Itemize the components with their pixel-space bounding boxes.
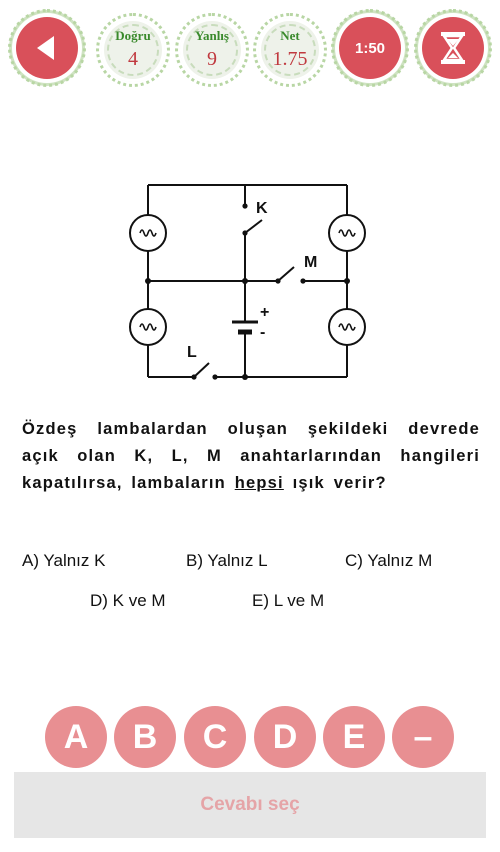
label-k: K	[256, 200, 268, 217]
switch-m	[275, 266, 306, 284]
answer-d-button[interactable]: D	[254, 706, 316, 768]
option-e[interactable]: E) L ve M	[252, 591, 325, 610]
lamp-bottom-left	[129, 308, 167, 346]
net-value: 1.75	[272, 48, 308, 70]
answer-e-button[interactable]: E	[323, 706, 385, 768]
battery-minus: -	[260, 324, 266, 341]
correct-counter: Doğru 4	[96, 13, 170, 87]
option-b[interactable]: B) Yalnız L	[186, 551, 268, 570]
back-arrow-icon	[37, 36, 54, 60]
answer-b-button[interactable]: B	[114, 706, 176, 768]
battery-plus: +	[260, 304, 270, 321]
wrong-value: 9	[207, 48, 217, 70]
battery	[232, 320, 258, 335]
question-highlight: hepsi	[234, 474, 284, 492]
answer-a-button[interactable]: A	[45, 706, 107, 768]
switch-l	[191, 362, 218, 380]
option-d[interactable]: D) K ve M	[90, 591, 166, 610]
question-part2: ışık verir?	[283, 474, 387, 492]
question-text: Özdeş lambalardan oluşan şekildeki devre…	[22, 416, 480, 497]
answer-blank-button[interactable]: –	[392, 706, 454, 768]
correct-label: Doğru	[115, 28, 151, 43]
switch-k	[242, 203, 263, 236]
option-a[interactable]: A) Yalnız K	[22, 551, 106, 570]
correct-value: 4	[128, 48, 138, 70]
label-m: M	[304, 254, 318, 271]
answer-c-button[interactable]: C	[184, 706, 246, 768]
circuit-diagram: K M L + -	[118, 176, 378, 390]
lamp-top-left	[129, 214, 167, 252]
net-label: Net	[280, 28, 300, 43]
hourglass-button[interactable]	[414, 9, 492, 87]
circuit-drawing	[129, 184, 366, 380]
question-part1: Özdeş lambalardan oluşan şekildeki devre…	[22, 420, 480, 492]
top-bar: Doğru 4 Yanlış 9 Net 1.75 1:50	[0, 0, 500, 92]
wrong-label: Yanlış	[195, 28, 229, 43]
lamp-top-right	[328, 214, 366, 252]
hourglass-icon	[441, 32, 465, 64]
back-button[interactable]	[8, 9, 86, 87]
lamp-bottom-right	[328, 308, 366, 346]
timer-text: 1:50	[354, 39, 386, 57]
label-l: L	[187, 344, 197, 361]
net-counter: Net 1.75	[253, 13, 327, 87]
wrong-counter: Yanlış 9	[175, 13, 249, 87]
timer: 1:50	[331, 9, 409, 87]
option-c[interactable]: C) Yalnız M	[345, 551, 433, 570]
submit-button[interactable]: Cevabı seç	[14, 772, 486, 838]
